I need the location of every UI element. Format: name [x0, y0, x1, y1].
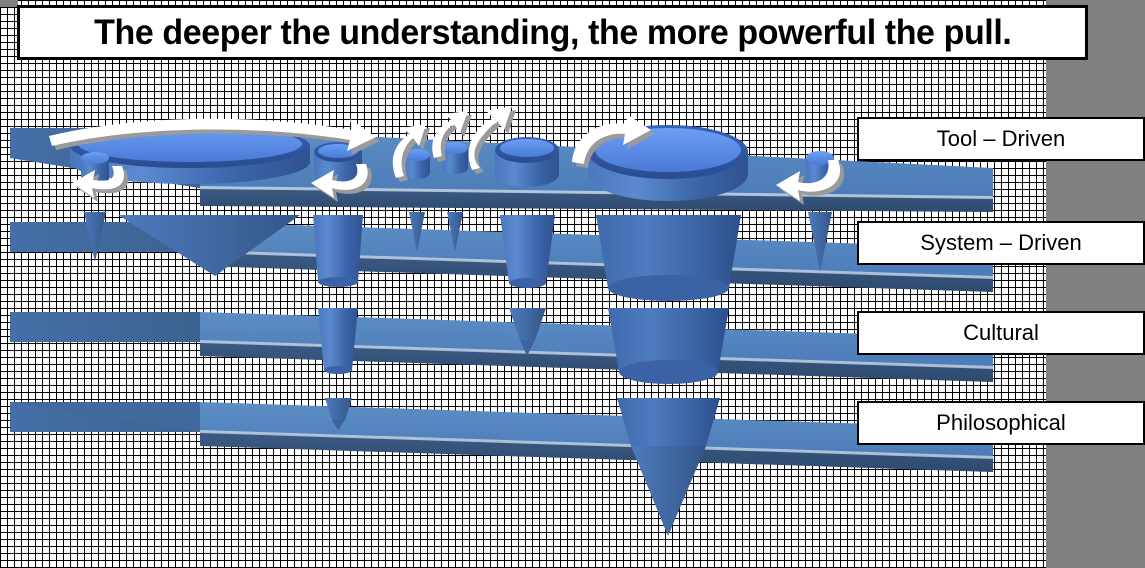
label-box-philosophical[interactable]: Philosophical: [857, 401, 1145, 445]
well-tiny-2[interactable]: [404, 149, 430, 179]
well-medium[interactable]: [495, 137, 559, 187]
arrow-right-big: [572, 113, 655, 168]
cylinder-med-L2: [500, 215, 555, 288]
layered-penetration-illustration: [10, 106, 993, 536]
slab-philosophical: [10, 402, 993, 472]
cylinder-med-L3-tip: [509, 308, 546, 356]
well-tiny-3[interactable]: [442, 142, 468, 174]
label-text-cultural: Cultural: [963, 320, 1039, 345]
label-box-system-driven[interactable]: System – Driven: [857, 221, 1145, 265]
label-text-tool-driven: Tool – Driven: [936, 126, 1066, 151]
arrow-up-3: [468, 106, 516, 174]
cylinder-small1-L4: [325, 398, 352, 430]
label-text-philosophical: Philosophical: [936, 410, 1066, 435]
cylinder-small1-L2: [313, 215, 363, 287]
cylinder-small1-L3: [318, 308, 358, 374]
slab-cultural: [10, 312, 993, 382]
title-banner: The deeper the understanding, the more p…: [17, 5, 1088, 60]
label-box-tool-driven[interactable]: Tool – Driven: [857, 117, 1145, 161]
arrow-long-right: [49, 118, 380, 155]
arrow-left-2: [311, 164, 372, 202]
pin-spikes-L2: [84, 212, 832, 272]
page-title: The deeper the understanding, the more p…: [93, 12, 1012, 52]
label-box-cultural[interactable]: Cultural: [857, 311, 1145, 355]
funnel-large-L4: [617, 398, 720, 536]
corner-nub: [0, 0, 18, 7]
funnel-large-L2: [596, 215, 741, 301]
label-text-system-driven: System – Driven: [920, 230, 1082, 255]
arrow-up-2: [432, 111, 472, 162]
arrow-up-1: [392, 124, 430, 182]
basin-oval-underside: [118, 215, 300, 276]
arrow-left-1: [72, 166, 128, 202]
funnel-large-L3: [608, 308, 729, 384]
arrow-group: [49, 106, 845, 205]
arrow-left-3: [776, 160, 845, 205]
